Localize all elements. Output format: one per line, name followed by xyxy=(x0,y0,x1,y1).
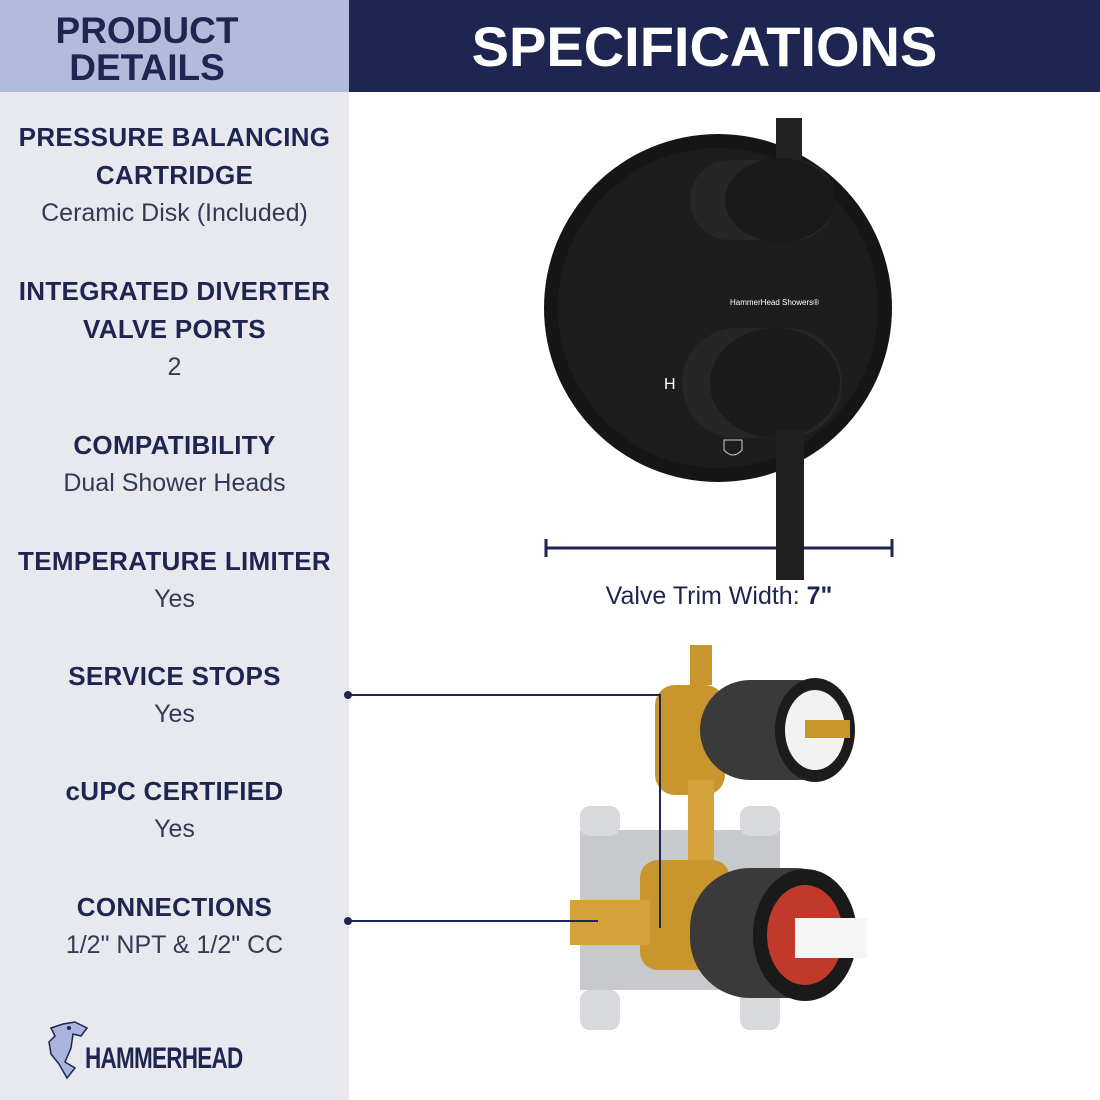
specifications-heading: SPECIFICATIONS xyxy=(349,0,1100,92)
spec-service-stops: SERVICE STOPS Yes xyxy=(0,657,349,734)
spec-label: CONNECTIONS xyxy=(76,892,273,922)
spec-value: Dual Shower Heads xyxy=(63,469,286,497)
spec-label: SERVICE STOPS xyxy=(68,661,281,691)
spec-cupc-certified: cUPC CERTIFIED Yes xyxy=(0,772,349,849)
shark-icon xyxy=(48,1021,89,1080)
spec-label: PRESSURE BALANCING xyxy=(18,122,331,152)
spec-label: cUPC CERTIFIED xyxy=(65,776,284,806)
trim-width-dimension xyxy=(544,539,894,557)
spec-value: 1/2" NPT & 1/2" CC xyxy=(65,931,284,959)
leader-lines xyxy=(344,691,661,928)
product-details-heading: PRODUCT DETAILS xyxy=(0,0,349,92)
spec-cartridge: PRESSURE BALANCING CARTRIDGE Ceramic Dis… xyxy=(0,118,349,233)
hammerhead-logo: HAMMERHEAD xyxy=(45,1018,295,1080)
spec-label: VALVE PORTS xyxy=(83,314,266,344)
heading-line-1: PRODUCT xyxy=(55,10,239,51)
hot-mark: H xyxy=(664,376,676,393)
spec-label: INTEGRATED DIVERTER xyxy=(18,276,331,306)
spec-diverter-ports: INTEGRATED DIVERTER VALVE PORTS 2 xyxy=(0,272,349,387)
spec-label: CARTRIDGE xyxy=(95,160,254,190)
spec-temperature-limiter: TEMPERATURE LIMITER Yes xyxy=(0,542,349,619)
spec-compatibility: COMPATIBILITY Dual Shower Heads xyxy=(0,426,349,503)
trim-width-label: Valve Trim Width: xyxy=(605,582,800,610)
product-details-panel xyxy=(0,0,349,1100)
heading-line-2: DETAILS xyxy=(69,47,225,88)
spec-value: Ceramic Disk (Included) xyxy=(41,199,308,227)
spec-value: Yes xyxy=(154,815,195,843)
spec-value: 2 xyxy=(167,353,182,381)
spec-connections: CONNECTIONS 1/2" NPT & 1/2" CC xyxy=(0,888,349,965)
trim-width-caption: Valve Trim Width: 7" xyxy=(545,582,893,611)
plate-brand-text: HammerHead Showers® xyxy=(730,298,819,307)
trim-width-value: 7" xyxy=(806,582,833,610)
logo-text: HAMMERHEAD xyxy=(85,1042,243,1075)
upc-certification-icon xyxy=(723,439,743,456)
rough-in-valve xyxy=(570,645,867,1030)
spec-label: TEMPERATURE LIMITER xyxy=(18,546,331,576)
spec-value: Yes xyxy=(154,585,195,613)
spec-label: COMPATIBILITY xyxy=(73,430,276,460)
spec-value: Yes xyxy=(154,700,195,728)
valve-trim-plate: HammerHead Showers® H xyxy=(544,118,892,580)
